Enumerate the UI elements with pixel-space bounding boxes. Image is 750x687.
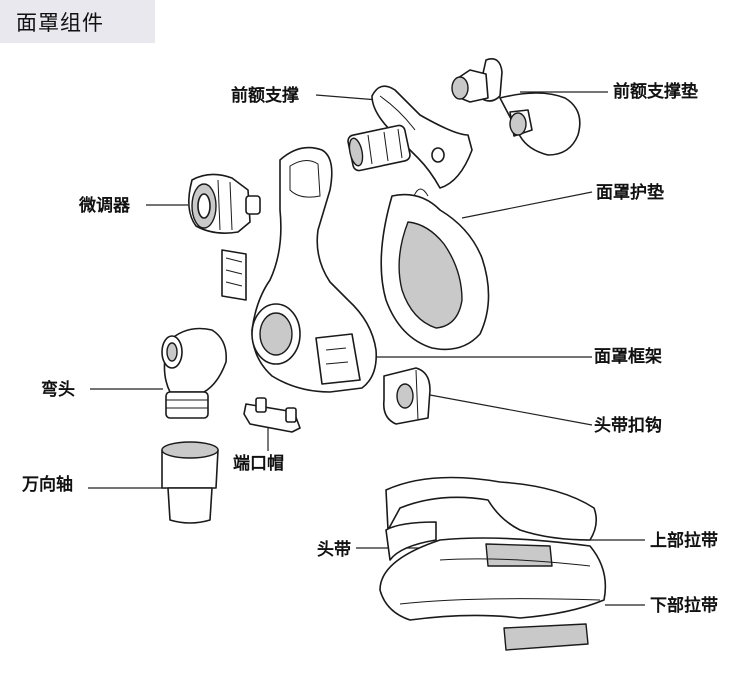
label-lower-strap: 下部拉带 [650, 596, 718, 616]
adjuster-clip [221, 249, 247, 301]
label-headgear-clip: 头带扣钩 [594, 416, 662, 436]
label-port-cap: 端口帽 [233, 454, 284, 474]
port-cap [243, 397, 301, 433]
mask-cushion [380, 188, 490, 351]
elbow [161, 327, 228, 419]
headgear [379, 476, 607, 651]
page-title: 面罩组件 [16, 10, 104, 35]
swivel [161, 441, 219, 524]
label-elbow: 弯头 [41, 380, 75, 400]
forehead-support [347, 85, 473, 189]
label-micro-adjuster: 微调器 [79, 196, 130, 216]
label-mask-cushion: 面罩护垫 [596, 183, 664, 203]
label-upper-strap: 上部拉带 [650, 531, 718, 551]
label-forehead-support: 前额支撑 [231, 86, 299, 106]
title-bar: 面罩组件 [0, 0, 155, 43]
label-forehead-pad: 前额支撑垫 [613, 82, 698, 102]
micro-adjuster [188, 173, 261, 234]
mask-frame [251, 146, 378, 393]
forehead-support-pad [451, 58, 581, 156]
leader-lines [88, 91, 645, 606]
headgear-clip [382, 367, 431, 425]
label-headgear: 头带 [317, 540, 351, 560]
label-swivel: 万向轴 [22, 475, 73, 495]
label-mask-frame: 面罩框架 [594, 347, 662, 367]
